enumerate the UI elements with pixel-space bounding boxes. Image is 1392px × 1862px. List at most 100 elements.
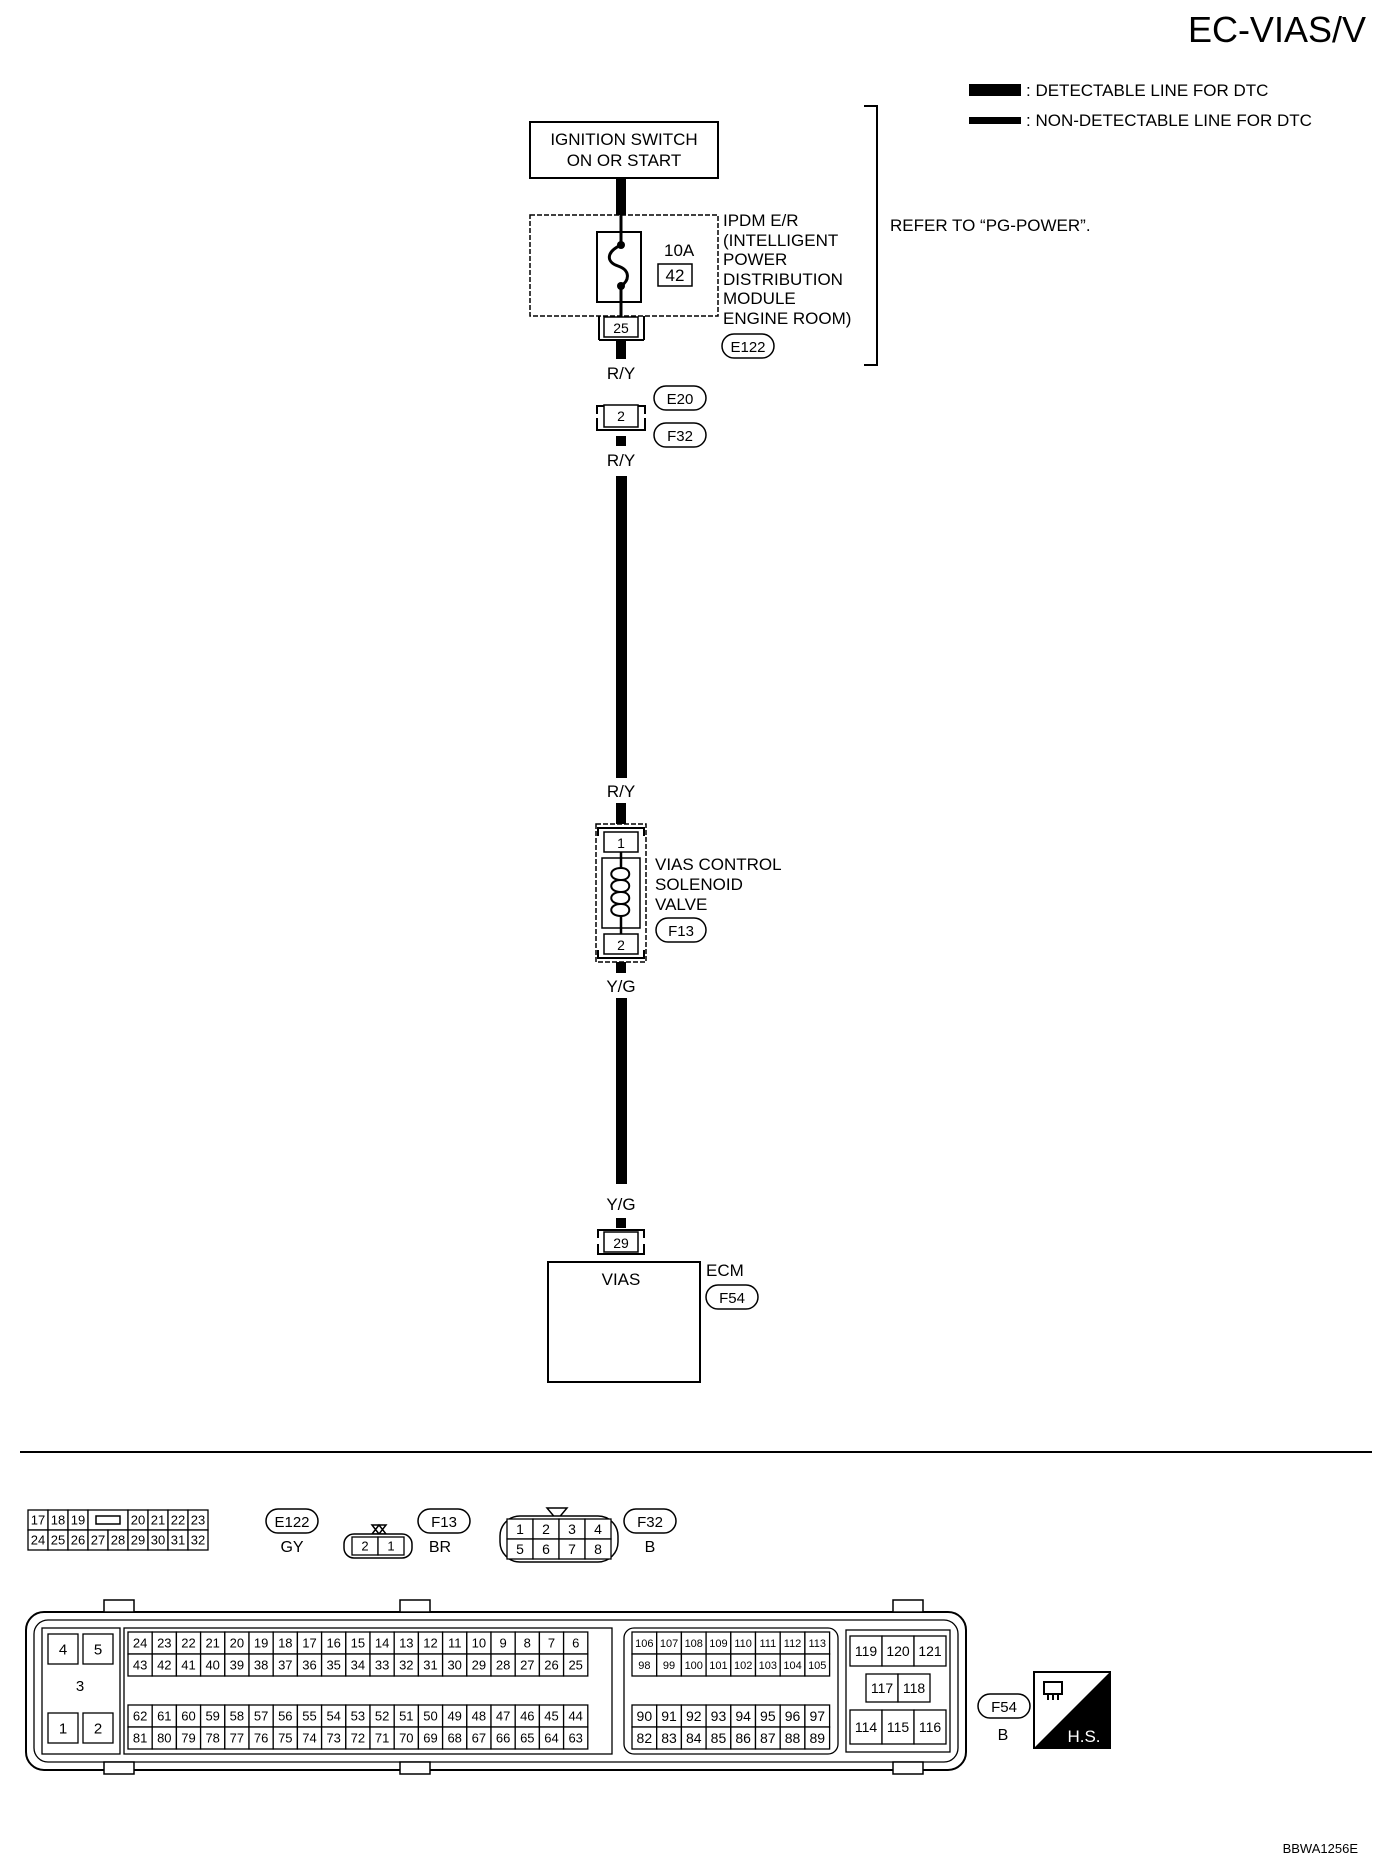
- e122-pin-27: 27: [91, 1533, 105, 1548]
- wire-joint-stub: [616, 436, 626, 446]
- wire-color-ry-1: R/Y: [607, 364, 635, 383]
- f32-pin-8: 8: [594, 1541, 602, 1557]
- f54-pin-25-cell: [562, 1653, 589, 1677]
- f54-pin-1: 1: [59, 1720, 67, 1737]
- f54-pin-30: 30: [447, 1658, 461, 1673]
- solenoid-pin-bottom: 2: [617, 937, 625, 953]
- fuse-icon: [607, 243, 629, 288]
- f54-connector-badge: [977, 1693, 1031, 1719]
- detectable-line-swatch: [969, 84, 1021, 96]
- f54-pin-68: 68: [447, 1731, 461, 1746]
- refer-bracket: [864, 105, 878, 366]
- f54-pin-109: 109: [709, 1638, 727, 1650]
- e122-pin-30: 30: [151, 1533, 165, 1548]
- legend-non-detectable-label: : NON-DETECTABLE LINE FOR DTC: [1026, 111, 1312, 130]
- f32-pin-3: 3: [568, 1521, 576, 1537]
- f32-pin-5: 5: [516, 1541, 524, 1557]
- f54-pin-120: 120: [886, 1643, 910, 1659]
- f54-pin-78: 78: [205, 1731, 219, 1746]
- ecm-terminal-box: [603, 1231, 639, 1253]
- f54-pin-20: 20: [230, 1636, 244, 1651]
- f54-pin-106: 106: [635, 1638, 653, 1650]
- f54-pin-52: 52: [375, 1709, 389, 1724]
- wire-solenoid-stub: [616, 803, 626, 825]
- f54-pin-99: 99: [663, 1660, 675, 1672]
- e122-pin-22: 22: [171, 1513, 185, 1528]
- f54-pin-117-cell: [865, 1673, 899, 1703]
- f54-pin-107: 107: [660, 1638, 678, 1650]
- f54-pin-3: 3: [76, 1678, 84, 1695]
- f54-pin-74: 74: [302, 1731, 316, 1746]
- wire-color-yg-2: Y/G: [606, 1195, 635, 1214]
- f32-key-icon: [545, 1507, 569, 1522]
- f54-pin-65: 65: [520, 1731, 534, 1746]
- f32-pin-7: 7: [568, 1541, 576, 1557]
- f54-pin-5-cell: [82, 1633, 114, 1665]
- e122-pin-31: 31: [171, 1533, 185, 1548]
- f32-pin-1: 1: [516, 1521, 524, 1537]
- f54-latch-tab-0: [103, 1599, 135, 1613]
- f54-pin-119: 119: [855, 1643, 878, 1659]
- f54-pin-111: 111: [759, 1638, 776, 1650]
- e122-color: GY: [280, 1539, 303, 1556]
- joint-connector-bracket-bottom: [596, 418, 646, 431]
- f54-pin-94: 94: [735, 1708, 751, 1724]
- e122-pin-32: 32: [191, 1533, 205, 1548]
- f54-pin-51: 51: [399, 1709, 413, 1724]
- wire-color-yg-1: Y/G: [606, 977, 635, 996]
- f54-pin-2-cell: [82, 1712, 114, 1744]
- hs-badge-text: H.S.: [1067, 1727, 1100, 1746]
- f54-pin-70: 70: [399, 1731, 413, 1746]
- ipdm-connector-badge: [721, 333, 775, 359]
- f54-pin-37: 37: [278, 1658, 292, 1673]
- wire-joint-to-solenoid: [616, 476, 627, 778]
- f13-connector-badge: [417, 1508, 471, 1534]
- non-detectable-line-swatch: [969, 117, 1021, 124]
- ipdm-label-2: (INTELLIGENT: [723, 231, 838, 250]
- f54-connector-id: F54: [991, 1699, 1017, 1716]
- f54-pin-115: 115: [887, 1719, 910, 1735]
- joint-connector-top-id: E20: [667, 391, 694, 408]
- f54-color: B: [998, 1727, 1009, 1744]
- f54-pin-62: 62: [133, 1709, 147, 1724]
- wire-solenoid-out-stub: [616, 962, 626, 973]
- f54-pin-63: 63: [568, 1731, 582, 1746]
- f54-pin-117: 117: [871, 1680, 894, 1696]
- f54-pin-33: 33: [375, 1658, 389, 1673]
- solenoid-label-2: SOLENOID: [655, 875, 743, 894]
- f54-pin-85: 85: [711, 1730, 727, 1746]
- f54-pin-84: 84: [686, 1730, 702, 1746]
- f54-pin-29: 29: [472, 1658, 486, 1673]
- f54-pin-114-cell: [849, 1709, 883, 1745]
- joint-terminal-number: 2: [617, 408, 625, 424]
- f54-pin-100: 100: [685, 1660, 703, 1672]
- ecm-label: ECM: [706, 1261, 744, 1280]
- ipdm-label-6: ENGINE ROOM): [723, 309, 851, 328]
- e122-connector-badge: [265, 1508, 319, 1534]
- e122-pin-19: 19: [71, 1513, 85, 1528]
- f54-pin-32: 32: [399, 1658, 413, 1673]
- ecm-box: [547, 1261, 701, 1383]
- f54-pin-17: 17: [302, 1636, 316, 1651]
- f54-pin-58: 58: [230, 1709, 244, 1724]
- f54-pin-103: 103: [759, 1660, 777, 1672]
- f54-pin-61: 61: [157, 1709, 171, 1724]
- f54-pin-25: 25: [568, 1658, 582, 1673]
- ecm-connector-badge: [705, 1284, 759, 1310]
- f54-pin-8: 8: [524, 1636, 531, 1651]
- f54-pin-22: 22: [181, 1636, 195, 1651]
- e122-pin-23: 23: [191, 1513, 205, 1528]
- f54-pin-9: 9: [499, 1636, 506, 1651]
- ipdm-label-5: MODULE: [723, 289, 796, 308]
- f13-color: BR: [429, 1539, 451, 1556]
- f54-pin-55: 55: [302, 1709, 316, 1724]
- ipdm-label-3: POWER: [723, 250, 787, 269]
- f54-pin-2: 2: [94, 1720, 102, 1737]
- solenoid-label-1: VIAS CONTROL: [655, 855, 782, 874]
- f54-pin-24: 24: [133, 1636, 147, 1651]
- solenoid-pin-bottom-box: [603, 933, 639, 955]
- f54-pin-59: 59: [205, 1709, 219, 1724]
- f54-pin-88: 88: [785, 1730, 801, 1746]
